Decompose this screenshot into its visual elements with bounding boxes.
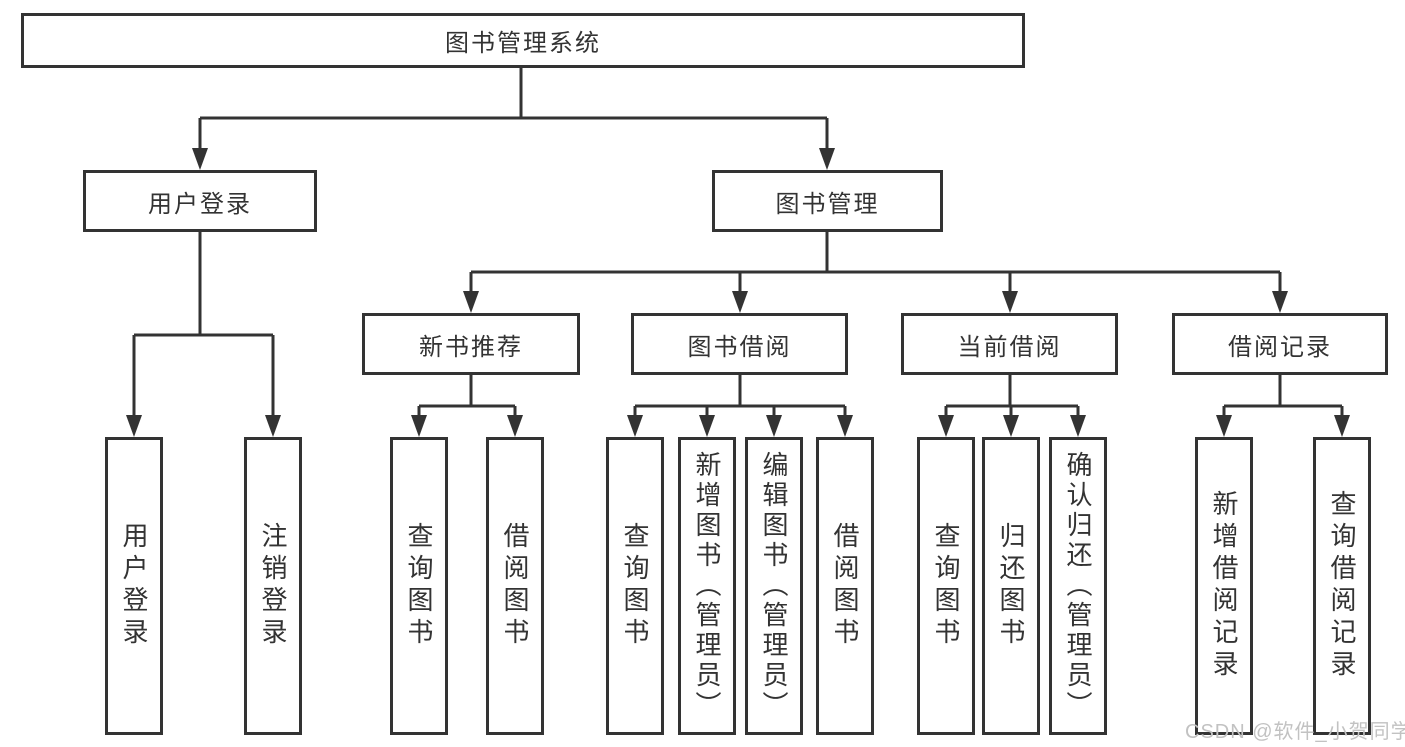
leaf-query-books-borrowing: 查询图书 xyxy=(606,437,664,735)
leaf-query-borrow-record: 查询借阅记录 xyxy=(1313,437,1371,735)
node-label: 用户登录 xyxy=(148,190,252,218)
node-label: 确认归还（管理员） xyxy=(1063,451,1093,721)
node-label: 查询图书 xyxy=(931,522,961,650)
leaf-borrow-books-recommend: 借阅图书 xyxy=(486,437,544,735)
node-label: 查询借阅记录 xyxy=(1327,490,1357,682)
leaf-edit-books-admin: 编辑图书（管理员） xyxy=(745,437,803,735)
node-label: 图书管理系统 xyxy=(445,30,601,57)
node-label: 用户登录 xyxy=(119,522,149,650)
leaf-query-books-recommend: 查询图书 xyxy=(390,437,448,735)
node-label: 图书借阅 xyxy=(687,333,792,361)
node-label: 归还图书 xyxy=(996,522,1026,650)
node-label: 图书管理 xyxy=(775,190,880,218)
leaf-add-books-admin: 新增图书（管理员） xyxy=(678,437,736,735)
node-label: 借阅图书 xyxy=(500,522,530,650)
leaf-confirm-return-admin: 确认归还（管理员） xyxy=(1049,437,1107,735)
node-book-management: 图书管理 xyxy=(712,170,943,232)
node-label: 新增借阅记录 xyxy=(1209,490,1239,682)
node-label: 借阅图书 xyxy=(830,522,860,650)
node-user-login: 用户登录 xyxy=(83,170,317,232)
node-label: 注销登录 xyxy=(258,522,288,650)
node-label: 查询图书 xyxy=(620,522,650,650)
csdn-watermark: CSDN @软件_小贺同学 xyxy=(1185,721,1405,743)
leaf-logout: 注销登录 xyxy=(244,437,302,735)
node-label: 查询图书 xyxy=(404,522,434,650)
node-label: 当前借阅 xyxy=(957,333,1062,361)
leaf-add-borrow-record: 新增借阅记录 xyxy=(1195,437,1253,735)
leaf-borrow-books-borrowing: 借阅图书 xyxy=(816,437,874,735)
node-borrowing-records: 借阅记录 xyxy=(1172,313,1388,375)
node-label: 新增图书（管理员） xyxy=(692,451,722,721)
node-book-borrowing: 图书借阅 xyxy=(631,313,848,375)
leaf-user-login: 用户登录 xyxy=(105,437,163,735)
node-label: 编辑图书（管理员） xyxy=(759,451,789,721)
node-label: 借阅记录 xyxy=(1228,333,1332,361)
node-label: 新书推荐 xyxy=(419,333,523,361)
leaf-return-books: 归还图书 xyxy=(982,437,1040,735)
node-library-management-system: 图书管理系统 xyxy=(21,13,1025,68)
leaf-query-books-current: 查询图书 xyxy=(917,437,975,735)
node-current-borrowing: 当前借阅 xyxy=(901,313,1118,375)
node-new-book-recommendation: 新书推荐 xyxy=(362,313,580,375)
